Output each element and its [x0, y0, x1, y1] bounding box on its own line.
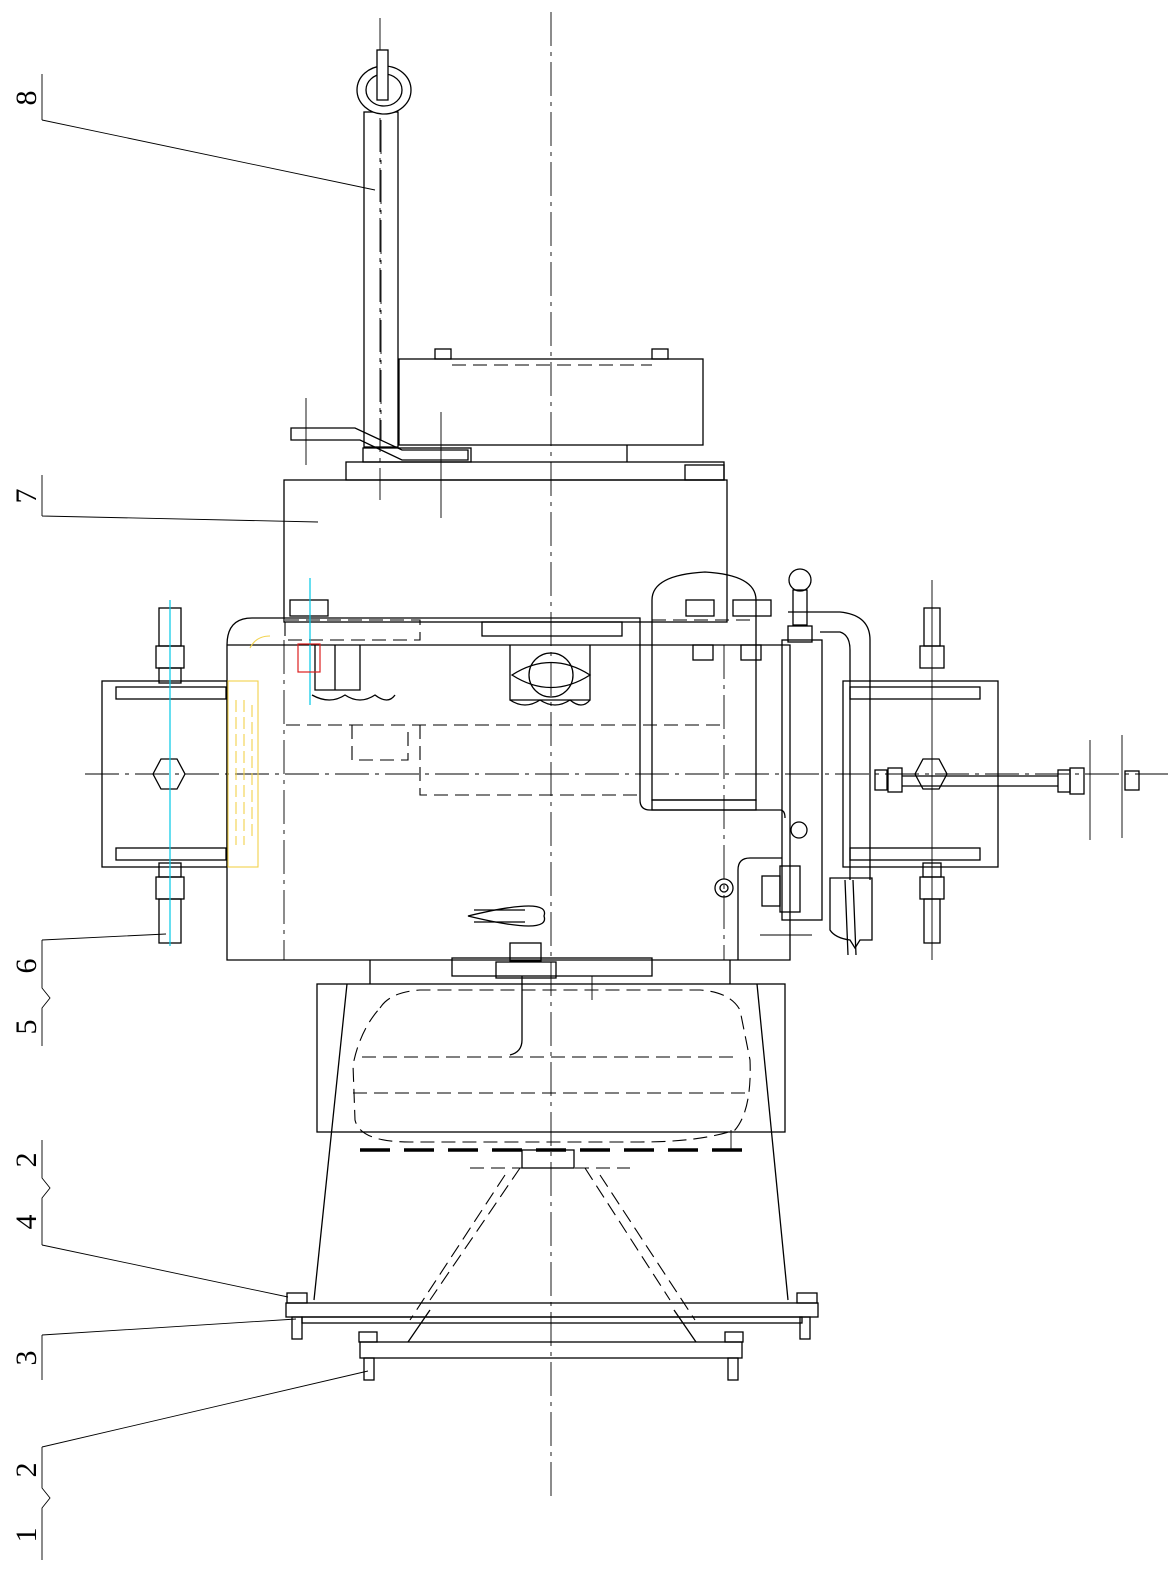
balloon-4-2: 2 — [10, 1153, 43, 1168]
balloon-4: 4 — [10, 1215, 43, 1230]
balloon-5: 5 — [10, 1020, 43, 1035]
left-side-mount — [101, 578, 321, 946]
balloon-7: 7 — [10, 489, 43, 504]
right-side-mount — [842, 580, 1140, 960]
pump-casing — [313, 976, 789, 1321]
balloon-8: 8 — [10, 91, 43, 106]
right-motor — [639, 568, 873, 960]
lifting-handle — [290, 49, 469, 518]
balloon-labels: 8 7 6 5 2 4 3 2 1 — [10, 91, 43, 1543]
balloon-leaders — [41, 74, 376, 1560]
balloon-3: 3 — [10, 1351, 43, 1366]
balloon-1-2: 2 — [10, 1463, 43, 1478]
balloon-6: 6 — [10, 959, 43, 974]
bottom-flange — [285, 1292, 819, 1381]
top-gearbox — [283, 348, 728, 623]
balloon-1: 1 — [10, 1528, 43, 1543]
center-lines — [85, 12, 1168, 1502]
main-housing — [226, 599, 791, 984]
